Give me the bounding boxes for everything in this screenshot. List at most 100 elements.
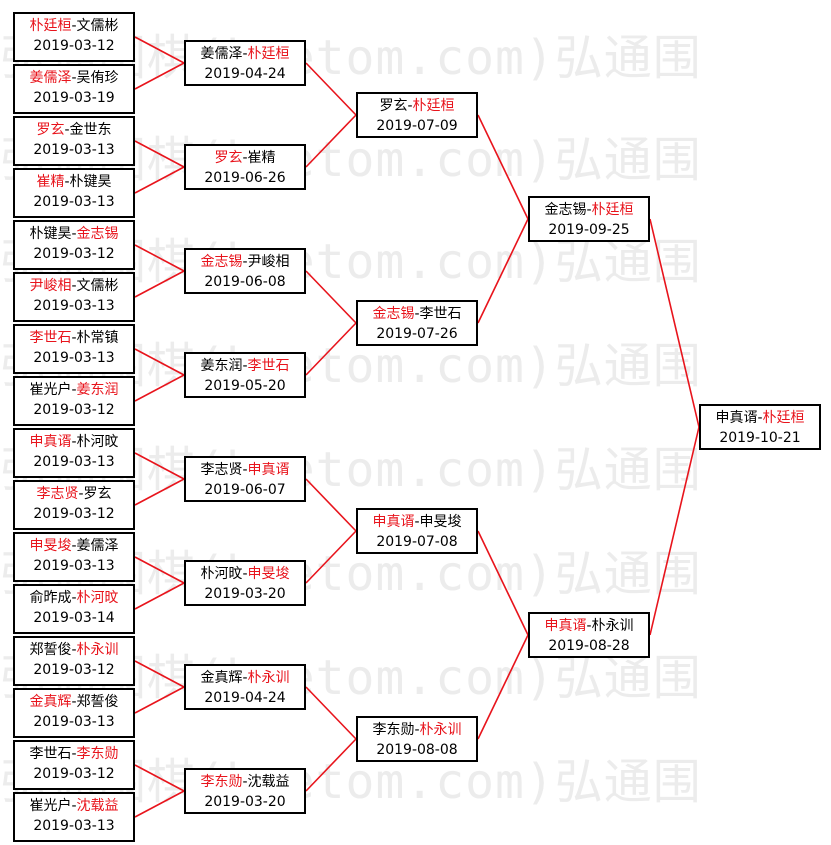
match-players: 李志贤-申真谞 — [186, 460, 304, 480]
match-box-round-2: 罗玄-崔精 2019-06-26 — [184, 144, 306, 190]
bracket-connector — [134, 582, 185, 610]
player-name: 申真谞 — [544, 618, 587, 634]
match-players: 崔光户-沈载益 — [15, 796, 133, 816]
player-name: 姜儒泽 — [200, 46, 243, 62]
player-name: 朴廷桓 — [412, 98, 455, 114]
player-name: 申真谞 — [372, 514, 415, 530]
match-players: 申真谞-申旻埈 — [358, 512, 476, 532]
match-box-round-2: 金真辉-朴永训 2019-04-24 — [184, 664, 306, 710]
separator: - — [71, 642, 77, 658]
match-date: 2019-03-12 — [33, 766, 115, 782]
match-date: 2019-03-12 — [33, 506, 115, 522]
match-date: 2019-03-13 — [33, 558, 115, 574]
player-name: 俞昨成 — [29, 590, 72, 606]
match-date: 2019-08-28 — [548, 638, 630, 654]
match-box-round-4: 申真谞-朴永训 2019-08-28 — [528, 612, 650, 658]
player-name: 沈载益 — [247, 774, 290, 790]
player-name: 申真谞 — [715, 410, 758, 426]
player-name: 李东勋 — [200, 774, 243, 790]
match-date: 2019-03-20 — [204, 794, 286, 810]
player-name: 朴河旼 — [200, 566, 243, 582]
bracket-connector — [134, 556, 185, 584]
player-name: 李东勋 — [76, 746, 119, 762]
bracket-connector — [305, 686, 357, 740]
player-name: 朴廷桓 — [29, 18, 72, 34]
player-name: 罗玄 — [379, 98, 408, 114]
match-date: 2019-07-26 — [376, 326, 458, 342]
match-players: 申旻埈-姜儒泽 — [15, 536, 133, 556]
player-name: 朴廷桓 — [762, 410, 805, 426]
match-players: 金真辉-朴永训 — [186, 668, 304, 688]
player-name: 朴永训 — [419, 722, 462, 738]
match-players: 申真谞-朴永训 — [530, 616, 648, 636]
separator: - — [407, 98, 413, 114]
player-name: 郑誓俊 — [76, 694, 119, 710]
player-name: 罗玄 — [83, 486, 112, 502]
match-players: 金真辉-郑誓俊 — [15, 692, 133, 712]
separator: - — [71, 798, 77, 814]
match-date: 2019-03-13 — [33, 194, 115, 210]
separator: - — [242, 358, 248, 374]
bracket-connector — [134, 348, 185, 376]
match-players: 罗玄-崔精 — [186, 148, 304, 168]
bracket-connector — [477, 218, 529, 324]
bracket-connector — [305, 62, 357, 116]
separator: - — [71, 590, 77, 606]
match-date: 2019-06-26 — [204, 170, 286, 186]
match-players: 姜儒泽-朴廷桓 — [186, 44, 304, 64]
match-date: 2019-03-12 — [33, 662, 115, 678]
bracket-connector — [305, 530, 357, 584]
match-players: 李世石-李东勋 — [15, 744, 133, 764]
player-name: 金志锡 — [372, 306, 415, 322]
player-name: 姜儒泽 — [76, 538, 119, 554]
match-players: 朴键昊-金志锡 — [15, 224, 133, 244]
player-name: 李世石 — [29, 330, 72, 346]
player-name: 朴廷桓 — [591, 202, 634, 218]
player-name: 申旻埈 — [29, 538, 72, 554]
separator: - — [586, 618, 592, 634]
match-date: 2019-04-24 — [204, 690, 286, 706]
match-date: 2019-08-08 — [376, 742, 458, 758]
separator: - — [757, 410, 763, 426]
match-players: 申真谞-朴河旼 — [15, 432, 133, 452]
player-name: 尹峻相 — [247, 254, 290, 270]
match-players: 申真谞-朴廷桓 — [701, 408, 819, 428]
separator: - — [71, 694, 77, 710]
match-date: 2019-03-14 — [33, 610, 115, 626]
match-players: 罗玄-金世东 — [15, 120, 133, 140]
separator: - — [71, 330, 77, 346]
player-name: 金真辉 — [200, 670, 243, 686]
match-date: 2019-03-20 — [204, 586, 286, 602]
bracket-connector — [305, 270, 357, 324]
bracket-connector — [134, 686, 185, 714]
player-name: 朴键昊 — [69, 174, 112, 190]
player-name: 罗玄 — [214, 150, 243, 166]
separator: - — [71, 226, 77, 242]
player-name: 李东勋 — [372, 722, 415, 738]
bracket-connector — [134, 140, 185, 168]
match-players: 罗玄-朴廷桓 — [358, 96, 476, 116]
player-name: 文儒彬 — [76, 18, 119, 34]
match-date: 2019-03-13 — [33, 142, 115, 158]
bracket-connector — [134, 660, 185, 688]
separator: - — [71, 18, 77, 34]
match-date: 2019-03-19 — [33, 90, 115, 106]
player-name: 李世石 — [247, 358, 290, 374]
match-date: 2019-03-13 — [33, 818, 115, 834]
separator: - — [71, 278, 77, 294]
match-box-round-1: 李世石-李东勋 2019-03-12 — [13, 740, 135, 790]
bracket-connector — [477, 634, 529, 740]
player-name: 沈载益 — [76, 798, 119, 814]
player-name: 金志锡 — [544, 202, 587, 218]
match-box-round-1: 崔光户-沈载益 2019-03-13 — [13, 792, 135, 842]
